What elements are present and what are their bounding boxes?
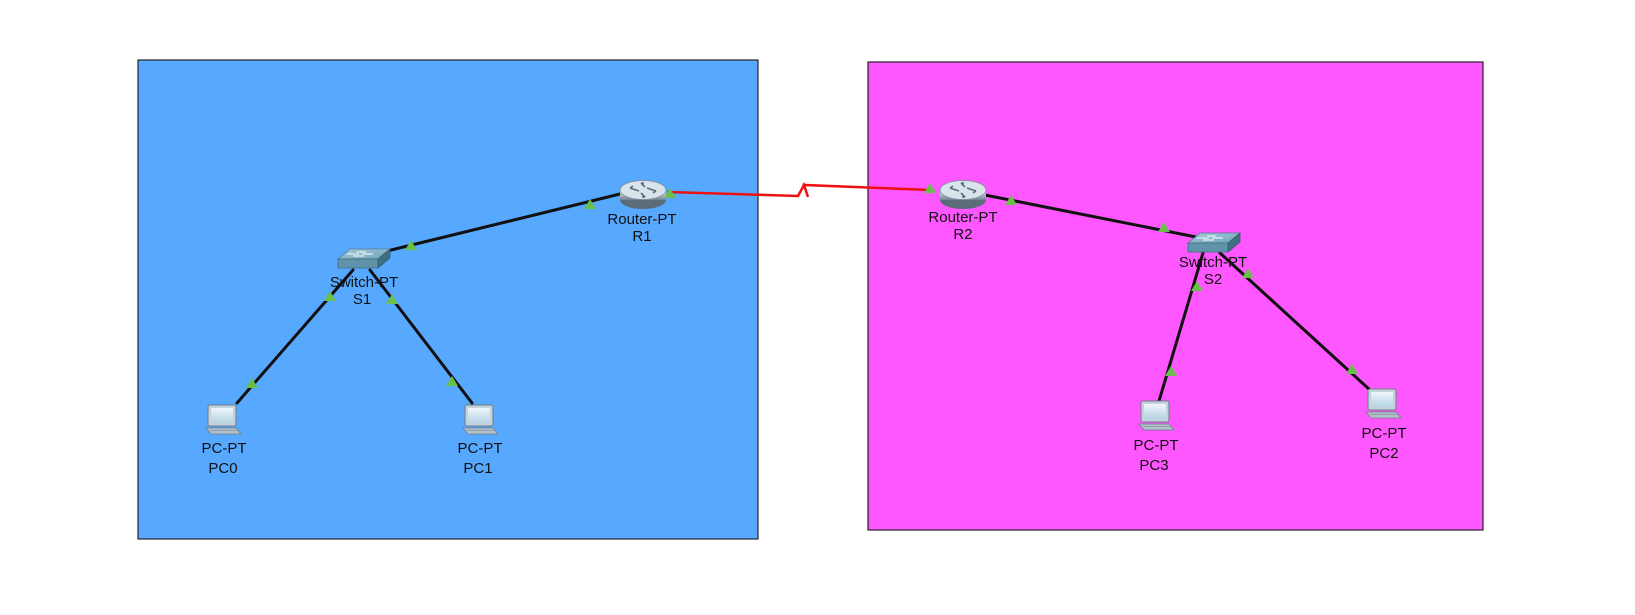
pc-icon bbox=[462, 404, 499, 435]
device-type-label: PC-PT bbox=[1134, 437, 1179, 454]
device-type-label: PC-PT bbox=[202, 440, 247, 457]
link-r1-r2-serial[interactable] bbox=[666, 181, 931, 198]
device-name-label: R2 bbox=[953, 226, 972, 243]
device-type-label: Router-PT bbox=[928, 209, 997, 226]
device-name-label: PC0 bbox=[208, 460, 237, 477]
pc-icon bbox=[205, 404, 242, 435]
pc-icon bbox=[1365, 388, 1402, 419]
device-name-label: PC2 bbox=[1369, 445, 1398, 462]
pc-icon bbox=[1138, 400, 1175, 431]
link-s1-pc0[interactable] bbox=[235, 268, 355, 405]
device-pc2[interactable]: PC-PT PC2 bbox=[1362, 388, 1407, 462]
device-name-label: PC1 bbox=[463, 460, 492, 477]
device-name-label: R1 bbox=[632, 228, 651, 245]
device-r2[interactable]: Router-PT R2 bbox=[928, 179, 998, 244]
device-s2[interactable]: Switch-PT S2 bbox=[1179, 232, 1247, 288]
device-pc0[interactable]: PC-PT PC0 bbox=[202, 404, 247, 477]
link-r1-s1[interactable] bbox=[381, 192, 622, 254]
device-name-label: S1 bbox=[353, 291, 371, 308]
device-pc3[interactable]: PC-PT PC3 bbox=[1134, 400, 1179, 474]
link-s1-pc1[interactable] bbox=[368, 268, 474, 405]
device-r1[interactable]: Router-PT R1 bbox=[607, 179, 677, 246]
device-type-label: Switch-PT bbox=[1179, 254, 1247, 271]
device-name-label: PC3 bbox=[1139, 457, 1168, 474]
router-icon bbox=[939, 179, 987, 210]
device-type-label: PC-PT bbox=[458, 440, 503, 457]
device-name-label: S2 bbox=[1204, 271, 1222, 288]
link-s2-pc3[interactable] bbox=[1157, 251, 1205, 403]
device-pc1[interactable]: PC-PT PC1 bbox=[458, 404, 503, 477]
device-s1[interactable]: Switch-PT S1 bbox=[330, 248, 398, 308]
zone-left bbox=[137, 59, 759, 540]
device-type-label: PC-PT bbox=[1362, 425, 1407, 442]
device-type-label: Switch-PT bbox=[330, 274, 398, 291]
router-icon bbox=[619, 179, 667, 210]
device-type-label: Router-PT bbox=[607, 211, 676, 228]
zone-right bbox=[867, 61, 1484, 531]
